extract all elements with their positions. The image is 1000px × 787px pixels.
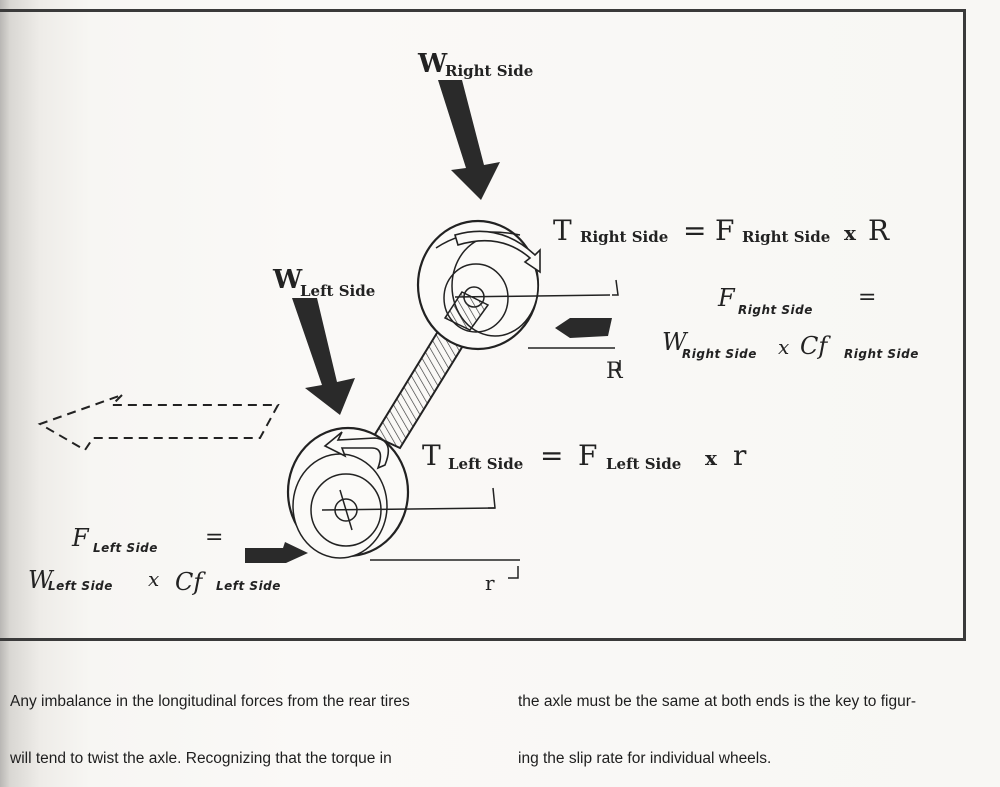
caption-line: the axle must be the same at both ends i… xyxy=(518,693,917,710)
caption-left-column: Any imbalance in the longitudinal forces… xyxy=(10,654,410,787)
w-right-label: W Right Side xyxy=(417,49,533,80)
left-friction-arrow-icon xyxy=(245,542,308,563)
caption-line: ing the slip rate for individual wheels. xyxy=(518,750,772,767)
svg-text:Cf: Cf xyxy=(175,568,206,596)
svg-text:=: = xyxy=(540,439,563,472)
friction-right-equation: F Right Side = W Right Side x Cf Right S… xyxy=(662,284,919,361)
left-weight-arrow-icon xyxy=(292,298,355,415)
svg-text:Left Side: Left Side xyxy=(93,541,158,555)
svg-text:F: F xyxy=(717,284,736,312)
left-wheel-rotation-arrow-icon xyxy=(323,431,390,470)
svg-text:Right Side: Right Side xyxy=(738,303,813,317)
w-left-label: W Left Side xyxy=(272,265,375,300)
caption-line: will tend to twist the axle. Recognizing… xyxy=(10,750,392,767)
figure-frame xyxy=(0,9,966,641)
caption-line: Any imbalance in the longitudinal forces… xyxy=(10,693,410,710)
right-weight-arrow-icon xyxy=(438,80,500,200)
svg-text:W: W xyxy=(272,265,303,295)
svg-text:T: T xyxy=(422,439,441,472)
svg-text:R: R xyxy=(868,214,890,247)
svg-text:x: x xyxy=(844,221,857,245)
svg-text:Left Side: Left Side xyxy=(606,455,681,473)
axle-torque-diagram: W Right Side W Left Side T Right Side = … xyxy=(28,49,919,596)
svg-text:x: x xyxy=(148,567,159,591)
svg-text:r: r xyxy=(733,439,747,472)
right-radius-bracket xyxy=(612,279,621,371)
radius-left-label: r xyxy=(485,571,495,595)
svg-text:Right Side: Right Side xyxy=(682,347,757,361)
svg-text:W: W xyxy=(662,328,689,356)
caption-right-column: the axle must be the same at both ends i… xyxy=(518,654,916,787)
svg-text:Right Side: Right Side xyxy=(580,228,668,246)
svg-text:W: W xyxy=(417,49,448,79)
svg-text:=: = xyxy=(205,525,223,550)
svg-text:x: x xyxy=(705,446,718,470)
svg-text:Left Side: Left Side xyxy=(48,579,113,593)
svg-text:Left Side: Left Side xyxy=(448,455,523,473)
friction-left-equation: F Left Side = W Left Side x Cf Left Side xyxy=(28,524,281,596)
svg-text:Right Side: Right Side xyxy=(844,347,919,361)
svg-text:F: F xyxy=(715,214,734,247)
svg-text:x: x xyxy=(778,335,789,359)
torque-left-equation: T Left Side = F Left Side x r xyxy=(422,439,747,473)
left-wheel xyxy=(286,426,520,561)
left-radius-bracket xyxy=(488,487,519,579)
svg-text:Right Side: Right Side xyxy=(445,62,533,80)
svg-text:F: F xyxy=(578,439,597,472)
svg-text:W: W xyxy=(28,566,55,594)
svg-text:Cf: Cf xyxy=(800,332,831,360)
right-wheel-rotation-arrow-icon xyxy=(454,230,541,274)
svg-text:Left Side: Left Side xyxy=(216,579,281,593)
svg-text:T: T xyxy=(553,214,572,247)
svg-text:Right Side: Right Side xyxy=(742,228,830,246)
svg-text:=: = xyxy=(858,285,876,310)
svg-text:=: = xyxy=(683,214,706,247)
torque-right-equation: T Right Side = F Right Side x R xyxy=(553,214,890,247)
svg-text:Left Side: Left Side xyxy=(300,282,375,300)
radius-right-label: R xyxy=(606,359,624,384)
direction-of-travel-arrow-icon xyxy=(37,394,280,452)
svg-text:F: F xyxy=(71,524,90,552)
right-wheel xyxy=(416,219,615,351)
right-friction-arrow-icon xyxy=(555,318,612,338)
